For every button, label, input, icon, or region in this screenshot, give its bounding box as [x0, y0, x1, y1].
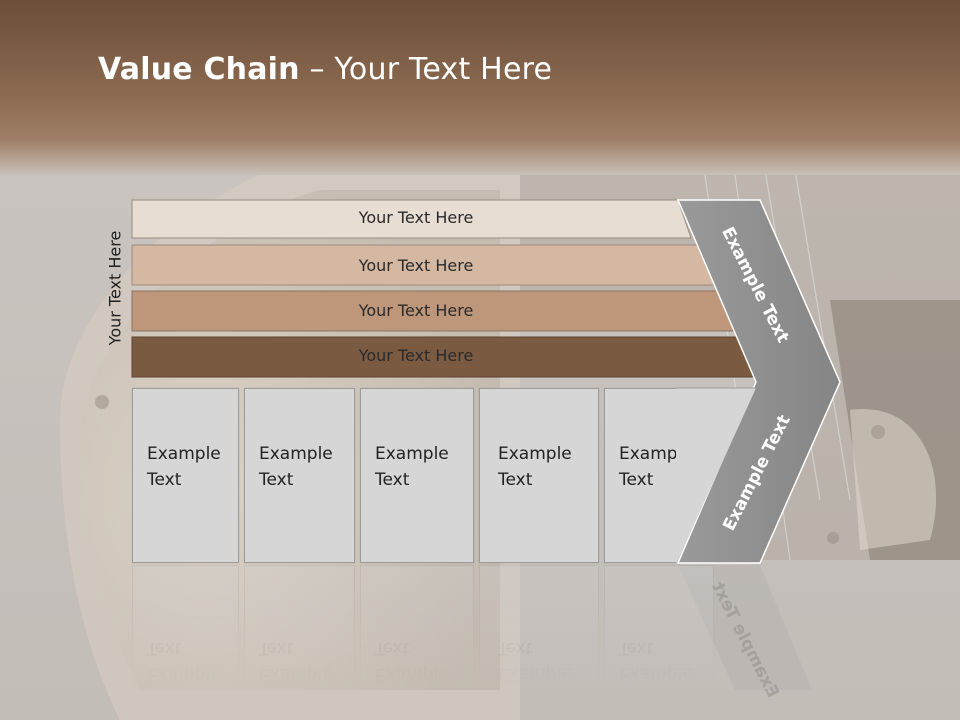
box-1-line1: Example — [147, 444, 221, 464]
box-3-line2: Text — [375, 470, 410, 490]
title-rest: – Your Text Here — [299, 52, 553, 87]
box-5-line1: Example — [619, 444, 693, 464]
box-2-line2: Text — [259, 470, 294, 490]
box-3-line1: Example — [375, 444, 449, 464]
row-label-3: Your Text Here — [358, 301, 474, 320]
row-label-1: Your Text Here — [358, 208, 474, 227]
row-label-4: Your Text Here — [358, 346, 474, 365]
value-chevron — [676, 199, 841, 564]
box-5-line2: Text — [619, 470, 654, 490]
row-label-2: Your Text Here — [358, 256, 474, 275]
box-4-line2: Text — [498, 470, 533, 490]
row-bar-1 — [131, 199, 692, 239]
page-title: Value Chain – Your Text Here — [98, 52, 552, 87]
box-2-line1: Example — [259, 444, 333, 464]
title-bold: Value Chain — [98, 52, 300, 87]
box-4-line1: Example — [498, 444, 572, 464]
box-1-line2: Text — [147, 470, 182, 490]
